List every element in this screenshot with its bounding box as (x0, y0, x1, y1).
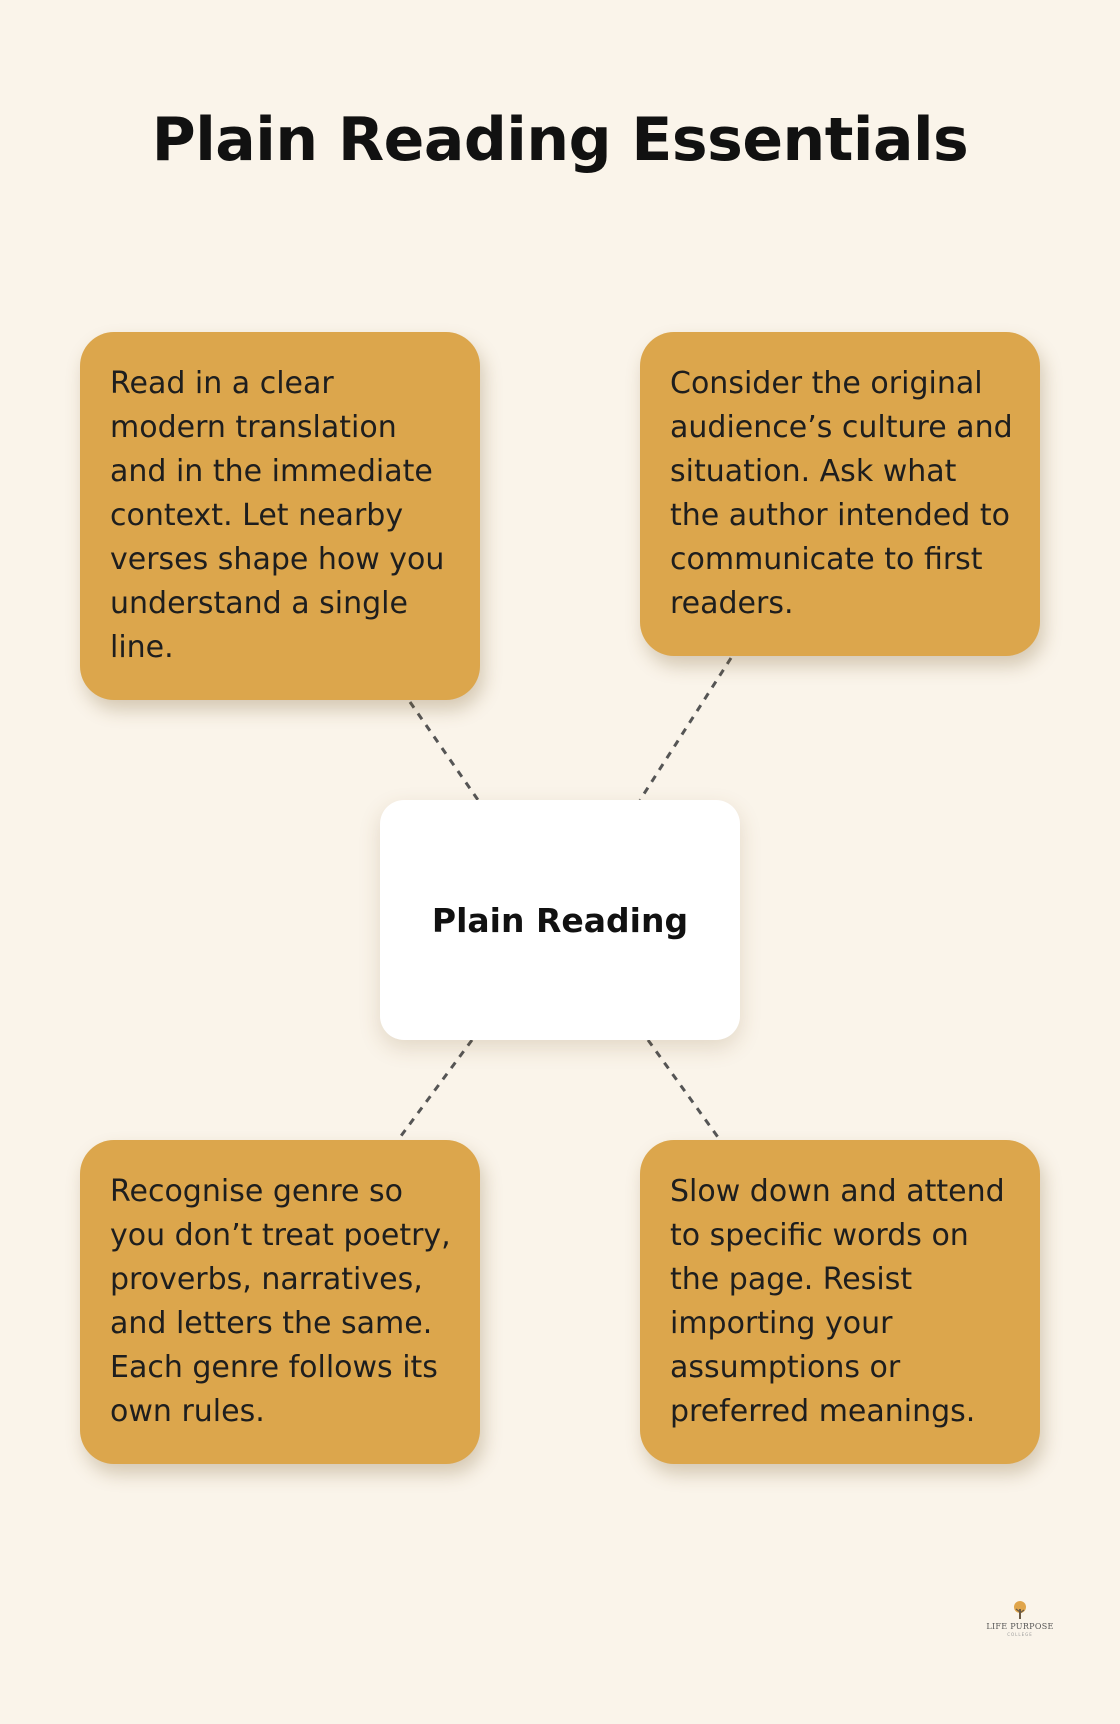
page-title: Plain Reading Essentials (151, 105, 969, 175)
card-top-right: Consider the original audience’s culture… (640, 332, 1040, 656)
card-bottom-right: Slow down and attend to specific words o… (640, 1140, 1040, 1464)
card-bottom-left-text: Recognise genre so you don’t treat poetr… (110, 1174, 451, 1429)
card-bottom-right-text: Slow down and attend to specific words o… (670, 1174, 1005, 1429)
center-node: Plain Reading (380, 800, 740, 1040)
logo-subtext: COLLEGE (1007, 1632, 1033, 1637)
card-top-left-text: Read in a clear modern translation and i… (110, 366, 445, 665)
connector-bottom-right (646, 1039, 722, 1141)
connector-bottom-left (396, 1039, 474, 1141)
card-bottom-left: Recognise genre so you don’t treat poetr… (80, 1140, 480, 1464)
card-top-left: Read in a clear modern translation and i… (80, 332, 480, 700)
center-node-label: Plain Reading (431, 900, 689, 940)
tree-icon (1014, 1601, 1026, 1619)
brand-logo: LIFE PURPOSE COLLEGE (984, 1600, 1056, 1642)
card-top-right-text: Consider the original audience’s culture… (670, 366, 1013, 621)
connector-top-left (408, 701, 480, 801)
logo-text: LIFE PURPOSE (986, 1622, 1054, 1631)
connector-top-right (638, 657, 733, 801)
